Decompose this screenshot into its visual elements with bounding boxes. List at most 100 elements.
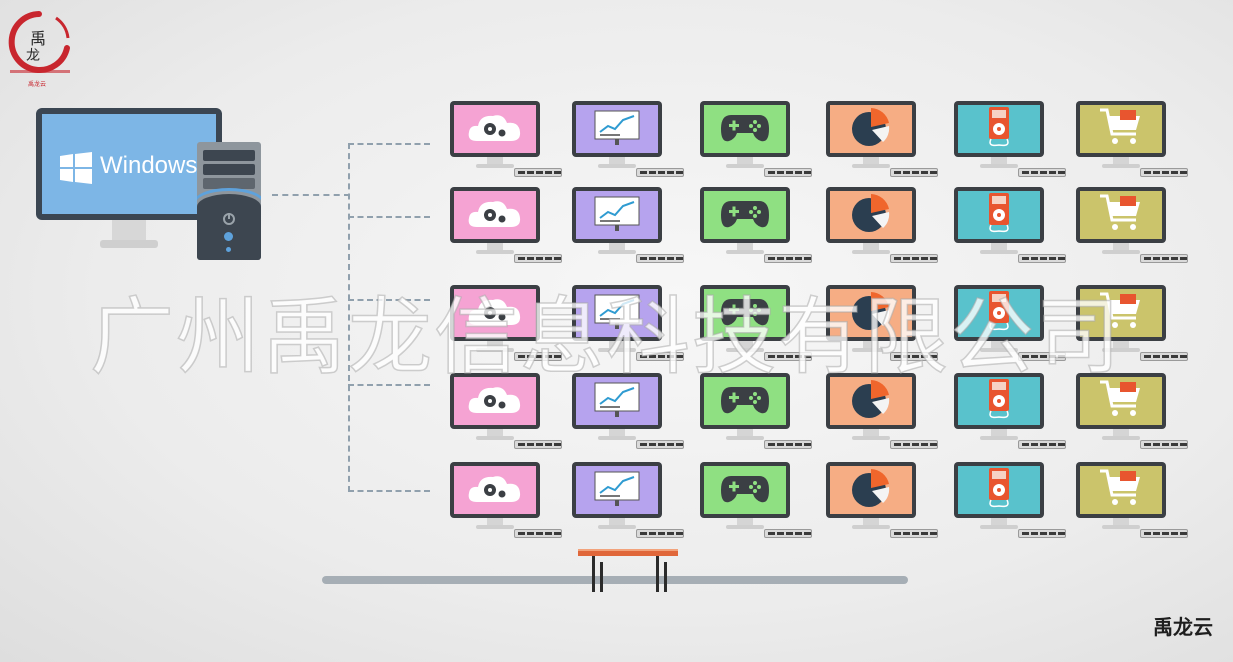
- client-monitor-presentation-chart: [572, 101, 662, 168]
- monitor-stand: [1113, 429, 1129, 437]
- client-monitor-cloud-settings: [450, 101, 540, 168]
- monitor-screen: [454, 377, 536, 425]
- monitor-stand: [863, 243, 879, 251]
- monitor-base: [726, 164, 764, 168]
- network-branch: [348, 384, 430, 386]
- monitor-base: [1102, 164, 1140, 168]
- media-player-icon: [979, 105, 1019, 154]
- shopping-cart-icon: [1098, 192, 1144, 239]
- monitor-screen: [454, 289, 536, 337]
- client-monitor-presentation-chart: [572, 187, 662, 254]
- monitor-base: [476, 164, 514, 168]
- thin-client-box: [514, 352, 562, 361]
- thin-client-box: [890, 168, 938, 177]
- desk-leg: [592, 556, 595, 592]
- windows-logo-icon: [60, 152, 92, 184]
- monitor-screen: [576, 191, 658, 239]
- thin-client-box: [1140, 254, 1188, 263]
- shopping-cart-icon: [1098, 106, 1144, 153]
- client-monitor-shopping-cart: [1076, 462, 1166, 529]
- client-monitor-pie-chart: [826, 187, 916, 254]
- network-branch: [348, 490, 430, 492]
- gamepad-icon: [719, 195, 771, 236]
- thin-client-box: [1140, 352, 1188, 361]
- monitor-base: [1102, 436, 1140, 440]
- gamepad-icon: [719, 381, 771, 422]
- client-monitor-pie-chart: [826, 462, 916, 529]
- presentation-chart-icon: [592, 108, 642, 151]
- monitor-base: [1102, 525, 1140, 529]
- monitor-screen: [958, 289, 1040, 337]
- monitor-screen: [704, 466, 786, 514]
- monitor-stand: [1113, 157, 1129, 165]
- monitor-base: [980, 250, 1018, 254]
- monitor-screen: [830, 289, 912, 337]
- thin-client-box: [1018, 352, 1066, 361]
- media-player-icon: [979, 289, 1019, 338]
- shopping-cart-icon: [1098, 290, 1144, 337]
- monitor-stand: [991, 341, 1007, 349]
- client-monitor-media-player: [954, 285, 1044, 352]
- client-monitor-shopping-cart: [1076, 373, 1166, 440]
- client-monitor-shopping-cart: [1076, 187, 1166, 254]
- client-monitor-media-player: [954, 373, 1044, 440]
- client-monitor-shopping-cart: [1076, 285, 1166, 352]
- client-monitor-cloud-settings: [450, 373, 540, 440]
- shopping-cart-icon: [1098, 378, 1144, 425]
- monitor-screen: [958, 466, 1040, 514]
- media-player-icon: [979, 377, 1019, 426]
- thin-client-box: [764, 168, 812, 177]
- presentation-chart-icon: [592, 380, 642, 423]
- monitor-base: [852, 250, 890, 254]
- cloud-settings-icon: [463, 379, 527, 424]
- monitor-stand: [1113, 518, 1129, 526]
- gamepad-icon: [719, 109, 771, 150]
- main-monitor: Windows: [36, 108, 222, 220]
- desk-leg: [600, 562, 603, 592]
- monitor-base: [598, 164, 636, 168]
- monitor-screen: [576, 377, 658, 425]
- presentation-chart-icon: [592, 194, 642, 237]
- tower-accent-ring: [197, 188, 261, 218]
- watermark: 广州禹龙信息科技有限公司: [89, 287, 1123, 387]
- thin-client-box: [890, 254, 938, 263]
- monitor-base: [980, 164, 1018, 168]
- monitor-screen: [704, 377, 786, 425]
- thin-client-box: [514, 440, 562, 449]
- client-monitor-pie-chart: [826, 373, 916, 440]
- client-monitor-cloud-settings: [450, 187, 540, 254]
- client-monitor-media-player: [954, 462, 1044, 529]
- monitor-screen: [576, 466, 658, 514]
- monitor-base: [476, 436, 514, 440]
- pie-chart-icon: [849, 289, 893, 338]
- monitor-base: [726, 525, 764, 529]
- monitor-stand: [609, 341, 625, 349]
- monitor-base: [1102, 250, 1140, 254]
- thin-client-box: [890, 352, 938, 361]
- company-logo: 禹 龙 禹龙云: [8, 11, 70, 88]
- monitor-base: [476, 525, 514, 529]
- monitor-screen: [1080, 377, 1162, 425]
- monitor-base: [852, 164, 890, 168]
- monitor-stand: [991, 157, 1007, 165]
- monitor-screen: [454, 105, 536, 153]
- monitor-screen: [1080, 289, 1162, 337]
- thin-client-box: [514, 529, 562, 538]
- client-monitor-gamepad: [700, 187, 790, 254]
- network-line: [272, 194, 350, 196]
- client-monitor-media-player: [954, 101, 1044, 168]
- thin-client-box: [514, 168, 562, 177]
- network-branch: [348, 216, 430, 218]
- client-monitor-gamepad: [700, 101, 790, 168]
- client-monitor-presentation-chart: [572, 285, 662, 352]
- monitor-base: [598, 525, 636, 529]
- client-monitor-presentation-chart: [572, 373, 662, 440]
- main-monitor-stand: [112, 220, 146, 240]
- monitor-screen: [704, 191, 786, 239]
- network-branch: [348, 299, 430, 301]
- monitor-screen: [830, 105, 912, 153]
- drive-bay: [203, 150, 255, 161]
- presentation-chart-icon: [592, 292, 642, 335]
- monitor-base: [1102, 348, 1140, 352]
- monitor-stand: [609, 243, 625, 251]
